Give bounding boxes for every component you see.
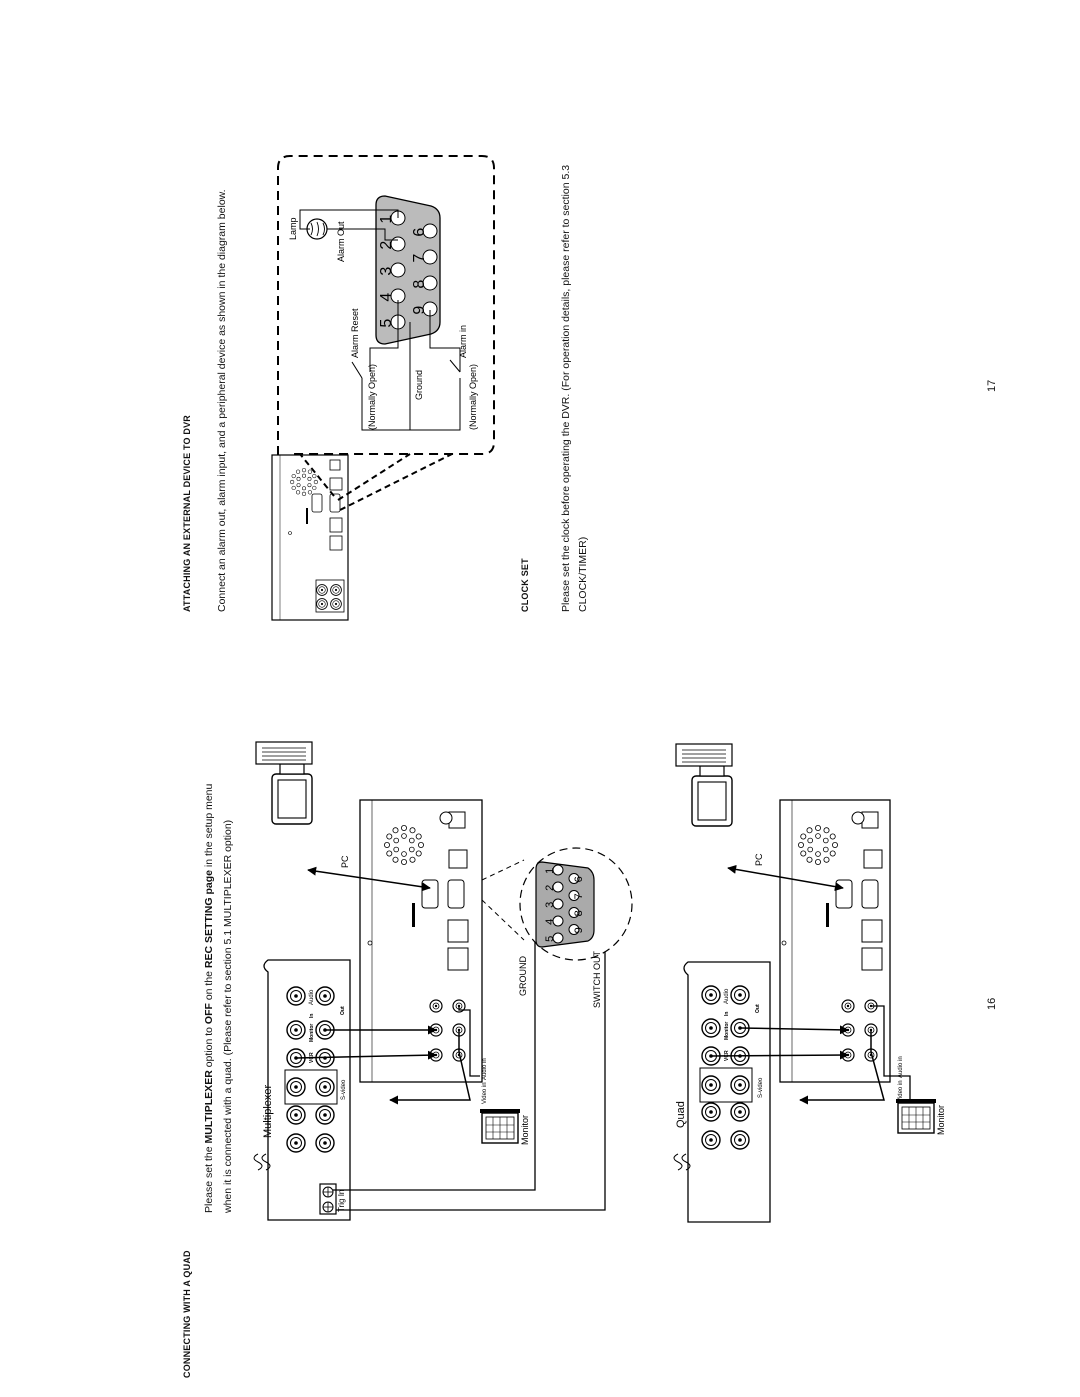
- multiplexer-svideo-label: S-video: [341, 1079, 347, 1100]
- db9-pin-number: 8: [573, 910, 585, 916]
- quad-label: Quad: [675, 1101, 687, 1128]
- db9-pin: [552, 915, 564, 927]
- db9-connector-top: [535, 861, 595, 948]
- video-in-label-bottom: Video in: [898, 1080, 904, 1102]
- db9-pin-number: 9: [411, 306, 428, 315]
- audio-in-label-top: Audio in: [482, 1058, 488, 1080]
- monitor-label-top: Monitor: [520, 1115, 530, 1145]
- db9-pin: [552, 881, 564, 893]
- db9-pin: [568, 907, 580, 918]
- db9-pin: [390, 262, 406, 278]
- multiplexer-label: Multiplexer: [262, 1084, 274, 1138]
- normally-open-label-2: (Normally Open): [468, 364, 478, 430]
- pc-label-bottom: PC: [754, 853, 764, 866]
- db9-pin: [568, 924, 580, 935]
- db9-pin-number: 4: [378, 293, 395, 302]
- lamp-label: Lamp: [288, 217, 298, 240]
- trig-in-label: Trig In: [337, 1190, 346, 1212]
- db9-pin-number: 7: [573, 893, 585, 899]
- multiplexer-diagram: Multiplexer S-video VCR Monitor In Out A…: [253, 741, 633, 1221]
- ground-label: GROUND: [518, 956, 528, 996]
- ground-label-right: Ground: [414, 370, 424, 400]
- multiplexer-out-label: Out: [340, 1006, 346, 1015]
- db9-pin-number: 2: [378, 241, 395, 250]
- db9-pin-number: 2: [544, 885, 556, 891]
- db9-pin-number: 3: [378, 267, 395, 276]
- db9-pin-number: 3: [544, 902, 556, 908]
- quad-svideo-label: S-video: [758, 1077, 764, 1098]
- db9-pin-number: 7: [411, 254, 428, 263]
- audio-in-label-bottom: Audio in: [898, 1056, 904, 1078]
- quad-audio-label: Audio: [724, 988, 730, 1004]
- normally-open-label-1: (Normally Open): [367, 364, 377, 430]
- db9-pin-number: 1: [544, 868, 556, 874]
- db9-pin: [422, 275, 438, 291]
- db9-pin-number: 6: [573, 876, 585, 882]
- external-device-diagram: 5 4 3 2 1 9 8 7 6 Lamp Alarm Out Alarm Reset (No…: [271, 155, 495, 621]
- multiplexer-monitor-port-label: Monitor: [309, 1024, 315, 1042]
- db9-pin: [552, 932, 564, 944]
- db9-pin-number: 8: [411, 280, 428, 289]
- db9-pin-number: 1: [378, 215, 395, 224]
- alarm-out-label: Alarm Out: [336, 221, 346, 262]
- db9-pin: [552, 898, 564, 910]
- db9-pin: [552, 864, 564, 876]
- alarm-in-label: Alarm in: [458, 325, 468, 358]
- multiplexer-audio-label: Audio: [309, 989, 315, 1005]
- quad-out-label: Out: [755, 1004, 761, 1013]
- db9-pin: [568, 873, 580, 884]
- monitor-label-bottom: Monitor: [936, 1105, 946, 1135]
- quad-monitor-port-label: Monitor: [724, 1022, 730, 1040]
- quad-in-label: In: [724, 1012, 730, 1016]
- pc-label-top: PC: [340, 855, 350, 868]
- alarm-reset-label: Alarm Reset: [350, 308, 360, 358]
- quad-diagram: Quad S-video VCR Monitor In Out Audio: [673, 743, 946, 1223]
- switch-out-label: SWITCH OUT: [592, 951, 602, 1008]
- db9-pin-number: 6: [411, 228, 428, 237]
- db9-pin-number: 5: [378, 319, 395, 328]
- db9-pin-number: 5: [544, 936, 556, 942]
- db9-pin: [568, 890, 580, 901]
- multiplexer-in-label: In: [309, 1014, 315, 1018]
- db9-pin: [422, 223, 438, 239]
- db9-pin-number: 4: [544, 919, 556, 925]
- db9-pin: [422, 249, 438, 265]
- video-in-label-top: Video in: [482, 1082, 488, 1104]
- db9-pin-number: 9: [573, 927, 585, 933]
